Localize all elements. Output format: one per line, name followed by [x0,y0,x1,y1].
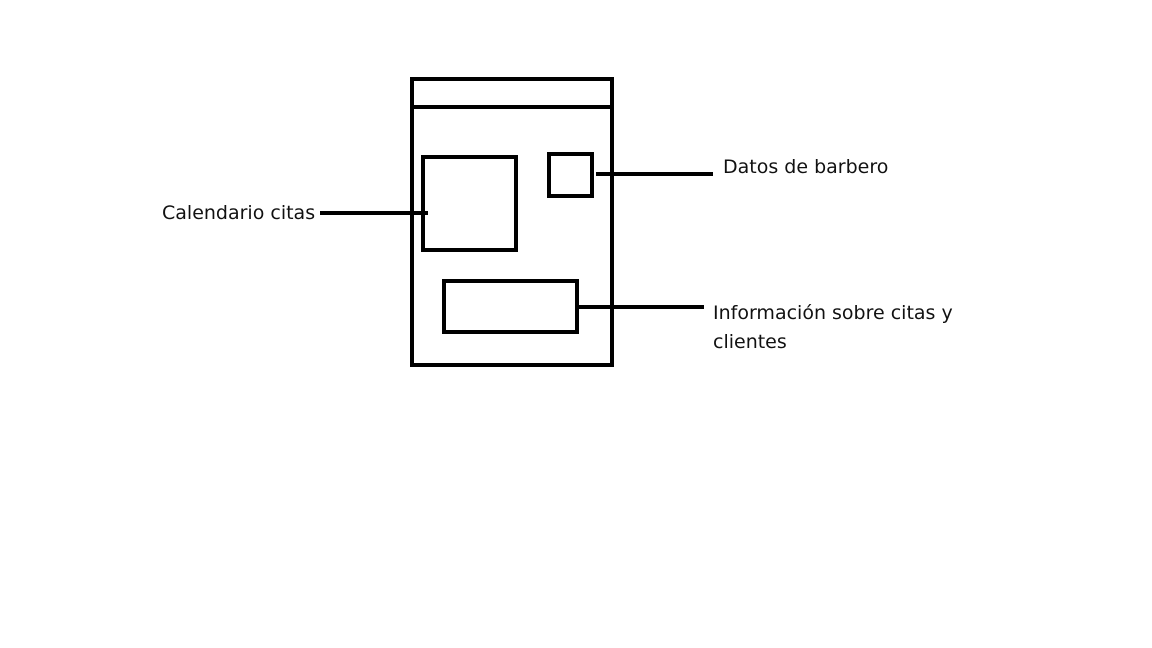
barber-data-box [547,152,594,198]
calendar-label: Calendario citas [162,202,316,224]
calendar-box [421,155,518,252]
screen-frame [410,77,614,367]
barber-data-label: Datos de barbero [723,156,889,178]
info-label: Información sobre citas y clientes [713,302,953,353]
info-box [442,279,579,334]
